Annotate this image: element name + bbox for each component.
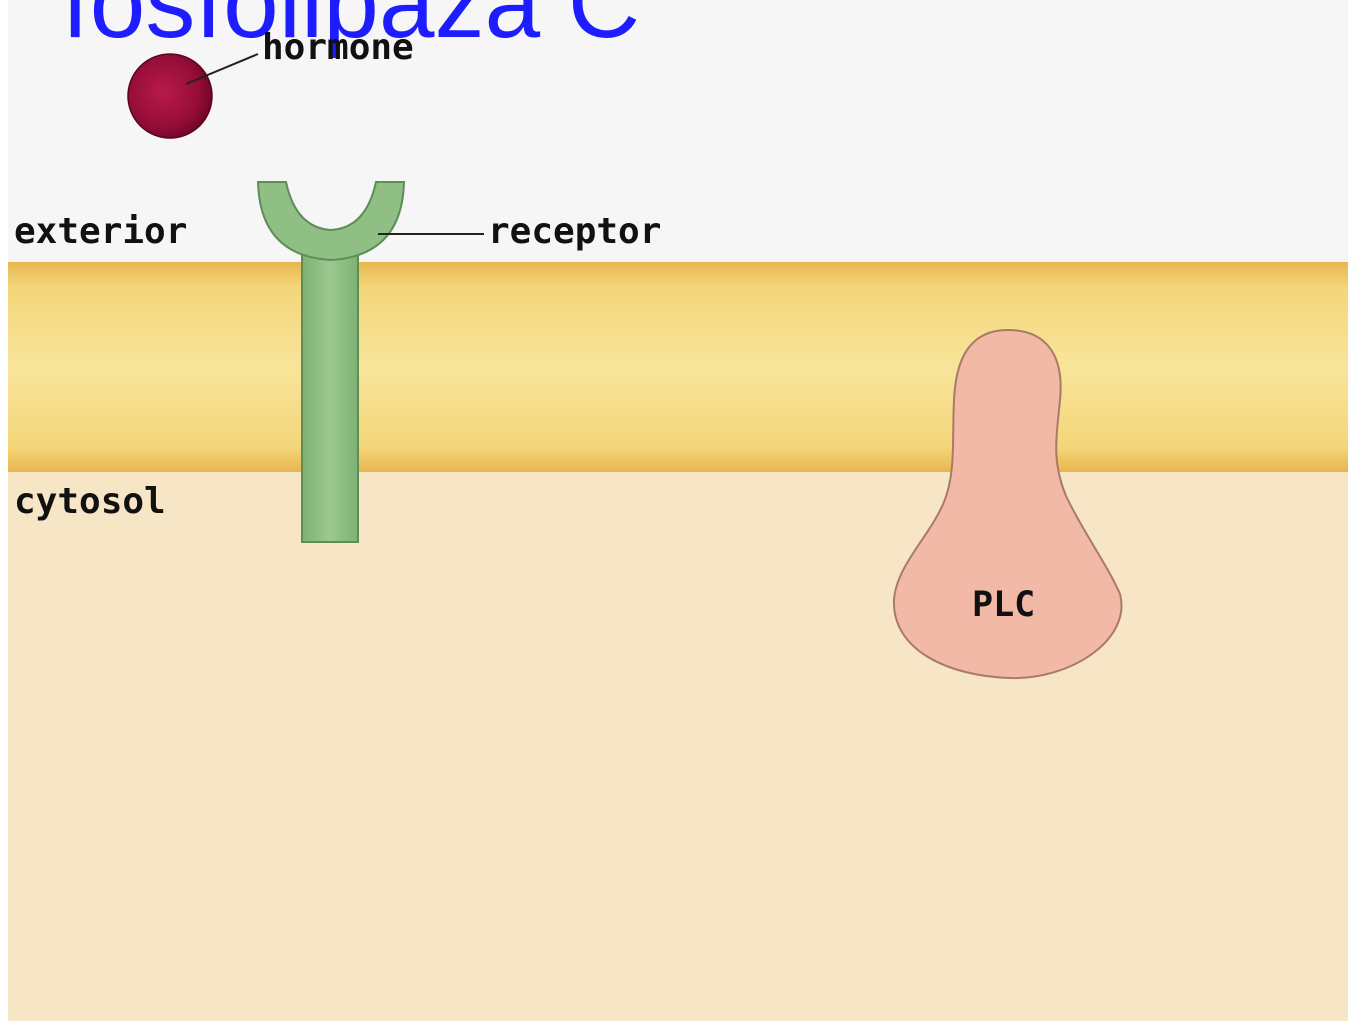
cytosol-label: cytosol bbox=[14, 484, 166, 520]
hormone-molecule bbox=[128, 54, 212, 138]
receptor-stem bbox=[302, 238, 358, 542]
hormone-label: hormone bbox=[262, 30, 414, 66]
plc-label: PLC bbox=[972, 588, 1035, 623]
receptor-label: receptor bbox=[488, 214, 661, 250]
cytosol-region bbox=[8, 468, 1348, 1021]
exterior-label: exterior bbox=[14, 214, 187, 250]
cell-membrane bbox=[8, 262, 1348, 472]
slide-title: fosfolipaza C bbox=[62, 0, 1062, 58]
